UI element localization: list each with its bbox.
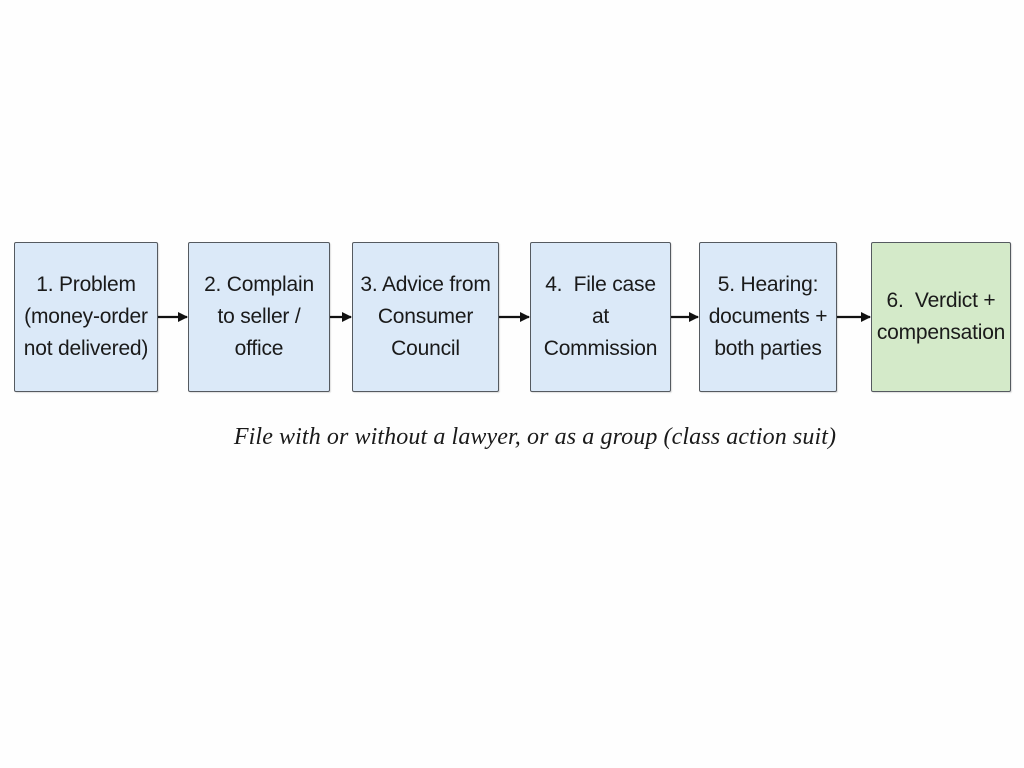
diagram-caption: File with or without a lawyer, or as a g… — [233, 424, 837, 450]
step-4-line-1: 4. File case — [545, 273, 656, 296]
step-5-hearing-box: 5. Hearing: documents + both parties — [699, 242, 837, 392]
step-3-line-1: 3. Advice from — [360, 273, 491, 296]
step-5-line-1: 5. Hearing: — [717, 273, 819, 296]
step-4-file-case-box: 4. File case at Commission — [530, 242, 671, 392]
step-3-advice-box: 3. Advice from Consumer Council — [352, 242, 499, 392]
step-1-problem-box: 1. Problem (money-order not delivered) — [14, 242, 158, 392]
step-5-line-2: documents + — [708, 305, 828, 328]
step-3-label: 3. Advice from Consumer Council — [360, 269, 490, 365]
step-2-complain-box: 2. Complain to seller / office — [188, 242, 330, 392]
step-2-line-1: 2. Complain — [204, 273, 314, 296]
step-4-line-3: Commission — [543, 337, 658, 360]
step-6-verdict-box: 6. Verdict + compensation — [871, 242, 1011, 392]
step-5-line-3: both parties — [714, 337, 822, 360]
step-4-line-2: at — [591, 305, 610, 328]
step-3-line-3: Council — [391, 337, 460, 360]
step-6-label: 6. Verdict + compensation — [876, 285, 1006, 349]
step-6-line-2: compensation — [876, 321, 1006, 344]
step-1-label: 1. Problem (money-order not delivered) — [23, 269, 149, 365]
step-2-line-3: office — [234, 337, 284, 360]
step-2-label: 2. Complain to seller / office — [204, 269, 314, 365]
step-6-line-1: 6. Verdict + — [886, 289, 996, 312]
step-2-line-2: to seller / — [217, 305, 301, 328]
step-4-label: 4. File case at Commission — [544, 269, 658, 365]
step-1-line-2: (money-order — [24, 305, 148, 328]
step-3-line-2: Consumer — [377, 305, 474, 328]
step-1-line-3: not delivered) — [23, 337, 149, 360]
step-1-line-1: 1. Problem — [36, 273, 136, 296]
step-5-label: 5. Hearing: documents + both parties — [709, 269, 828, 365]
